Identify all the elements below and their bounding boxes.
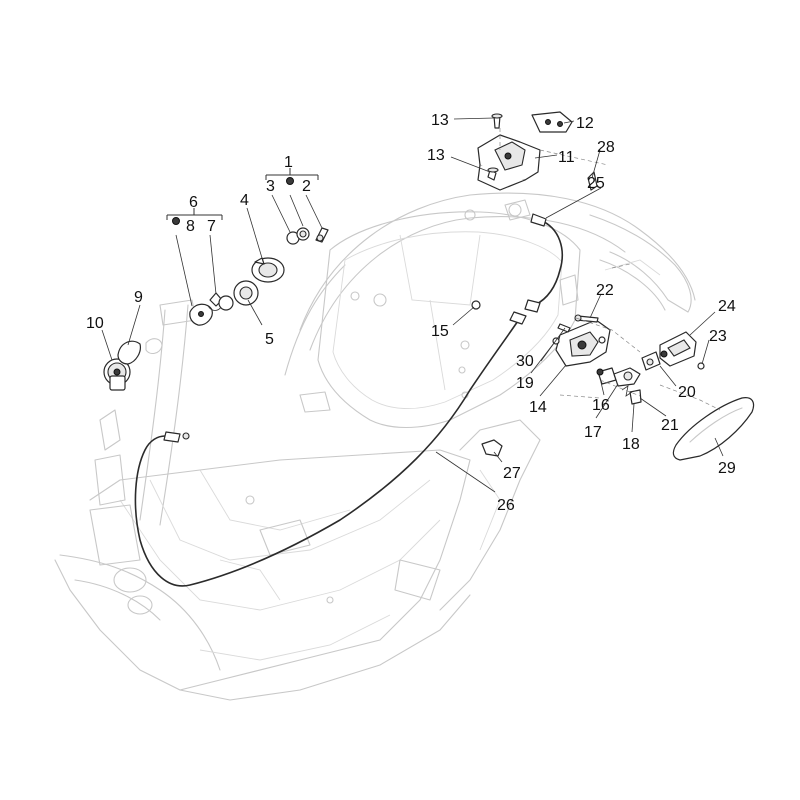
leader-lines — [101, 117, 724, 493]
part-25-cable — [524, 213, 563, 313]
callout-13-lower: 13 — [427, 147, 445, 164]
part-18-pin — [629, 389, 642, 405]
callout-30: 30 — [516, 353, 534, 370]
callout-17: 17 — [584, 424, 602, 441]
part-26-cable — [134, 311, 527, 587]
part-4-flange — [251, 257, 285, 283]
callout-16: 16 — [592, 397, 610, 414]
callout-12: 12 — [576, 115, 594, 132]
part-17-key-barrel — [613, 367, 641, 387]
callout-5: 5 — [265, 331, 274, 348]
callout-20: 20 — [678, 384, 696, 401]
callout-21: 21 — [661, 417, 679, 434]
group-marker-dot — [172, 217, 180, 225]
callout-15: 15 — [431, 323, 449, 340]
part-13-screws — [487, 113, 503, 181]
callout-3: 3 — [266, 178, 275, 195]
part-12-latch-plate — [531, 111, 573, 133]
part-24-actuator — [659, 331, 697, 367]
callout-11: 11 — [558, 149, 575, 166]
part-16-lever — [596, 367, 617, 385]
callout-4: 4 — [240, 192, 249, 209]
part-8-lock-cylinder — [189, 303, 213, 326]
callout-7: 7 — [207, 218, 216, 235]
callout-22: 22 — [596, 282, 614, 299]
part-2-pin — [315, 227, 329, 243]
part-11-latch-bracket — [477, 134, 541, 191]
part-29-cover — [672, 397, 755, 461]
callout-13-upper: 13 — [431, 112, 449, 129]
part-23-nut — [697, 362, 705, 370]
callout-26: 26 — [497, 497, 515, 514]
part-14-seat-lock — [555, 319, 611, 367]
callout-1: 1 — [284, 154, 293, 171]
callout-23: 23 — [709, 328, 727, 345]
callout-18: 18 — [622, 436, 640, 453]
part-10-lock-body — [103, 358, 131, 391]
callout-25: 25 — [587, 175, 605, 192]
part-3-ring — [286, 227, 310, 245]
part-30-screw — [557, 323, 571, 333]
callout-14: 14 — [529, 399, 547, 416]
group-marker-dot — [286, 177, 294, 185]
part-28-bolt — [587, 171, 598, 191]
callout-6: 6 — [189, 194, 198, 211]
callout-28: 28 — [597, 139, 615, 156]
callout-29: 29 — [718, 460, 736, 477]
callout-2: 2 — [302, 178, 311, 195]
part-27-clip — [481, 439, 503, 457]
part-9-cover-cap — [117, 338, 163, 365]
callout-19: 19 — [516, 375, 534, 392]
scooter-frame — [54, 192, 696, 701]
callout-24: 24 — [718, 298, 736, 315]
callout-10: 10 — [86, 315, 104, 332]
callout-27: 27 — [503, 465, 521, 482]
part-20-bushing — [641, 351, 661, 371]
callout-8: 8 — [186, 218, 195, 235]
part-5-ring — [218, 280, 259, 311]
callouts: 1 2 3 4 5 6 7 8 9 10 11 12 13 13 14 15 1… — [86, 112, 736, 514]
callout-9: 9 — [134, 289, 143, 306]
